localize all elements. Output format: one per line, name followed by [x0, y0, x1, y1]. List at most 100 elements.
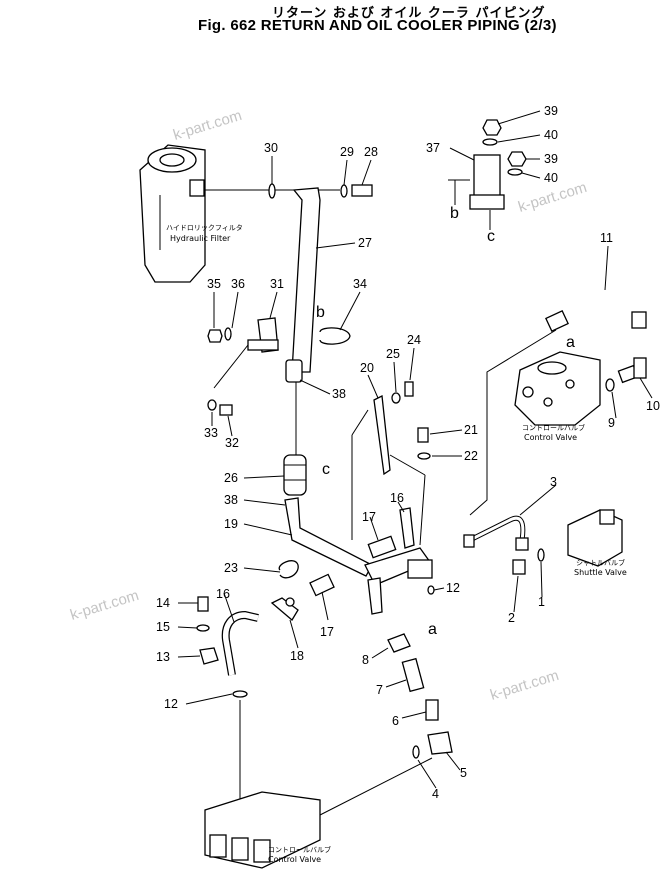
callout-24: 24 — [407, 333, 421, 347]
bracket-37-drawing — [448, 119, 527, 230]
callout-40b: 40 — [544, 171, 558, 185]
callout-3: 3 — [550, 475, 557, 489]
bolt-21 — [417, 427, 429, 443]
watermark-4: k-part.com — [488, 667, 561, 704]
control-valve-bottom-drawing: コントロールバルブ Control Valve — [204, 791, 331, 869]
callout-11: 11 — [600, 231, 613, 245]
ref-letter-b-middle: b — [316, 304, 325, 321]
callout-numbers: 39 40 37 39 40 30 29 28 27 11 35 36 31 3… — [156, 104, 660, 801]
callout-1: 1 — [538, 595, 545, 609]
clamp-23 — [278, 560, 299, 579]
callout-2: 2 — [508, 611, 515, 625]
o-ring-9 — [605, 378, 615, 392]
control-valve-top-label-en: Control Valve — [524, 433, 577, 442]
title-english: Fig. 662 RETURN AND OIL COOLER PIPING (2… — [198, 17, 557, 34]
ref-letter-c-middle: c — [322, 461, 330, 478]
callout-21: 21 — [464, 423, 478, 437]
hydraulic-filter-label-en: Hydraulic Filter — [170, 234, 231, 243]
callout-27: 27 — [358, 236, 372, 250]
callout-26: 26 — [224, 471, 238, 485]
bolt-28 — [351, 184, 373, 197]
o-ring-12-upper — [427, 585, 435, 595]
hose-26 — [283, 454, 307, 496]
callout-29: 29 — [340, 145, 354, 159]
flange-8 — [387, 633, 411, 653]
o-ring-30 — [268, 183, 276, 199]
callout-leader-lines — [177, 110, 653, 789]
callout-31: 31 — [270, 277, 284, 291]
callout-12a: 12 — [446, 581, 460, 595]
shuttle-valve-label-en: Shuttle Valve — [574, 568, 627, 577]
bolt-24 — [404, 381, 414, 397]
callout-15: 15 — [156, 620, 170, 634]
ref-letter-b-top: b — [450, 205, 459, 222]
shuttle-valve-label-jp: シャトルバルブ — [576, 558, 625, 567]
watermark-3: k-part.com — [68, 587, 141, 624]
hose-3-drawing — [463, 515, 529, 551]
u-bolt-34 — [319, 327, 351, 345]
callout-38a: 38 — [332, 387, 346, 401]
ref-letter-a-bottom: a — [428, 621, 437, 638]
callout-17a: 17 — [362, 510, 376, 524]
callout-13: 13 — [156, 650, 170, 664]
clamp-31-drawing — [207, 317, 279, 389]
callout-39a: 39 — [544, 104, 558, 118]
fitting-17-upper — [367, 535, 397, 559]
elbow-2 — [512, 559, 526, 575]
control-valve-bottom-label-jp: コントロールバルブ — [268, 845, 331, 854]
callout-7: 7 — [376, 683, 383, 697]
callout-28: 28 — [364, 145, 378, 159]
shuttle-valve-drawing: シャトルバルブ Shuttle Valve — [567, 509, 627, 577]
tube-7 — [401, 657, 425, 693]
callout-14: 14 — [156, 596, 170, 610]
callout-40a: 40 — [544, 128, 558, 142]
callout-38b: 38 — [224, 493, 238, 507]
callout-19: 19 — [224, 517, 238, 531]
title-japanese: リターン および オイル クーラ パイピング — [272, 6, 546, 21]
ref-letter-a-top: a — [566, 334, 575, 351]
pipe-27-drawing — [285, 187, 321, 455]
callout-16a: 16 — [390, 491, 404, 505]
callout-8: 8 — [362, 653, 369, 667]
connector-6 — [425, 699, 439, 721]
hydraulic-filter-drawing: ハイドロリックフィルタ Hydraulic Filter — [139, 144, 243, 283]
callout-35: 35 — [207, 277, 221, 291]
washer-29 — [340, 184, 348, 198]
control-valve-top-drawing: コントロールバルブ Control Valve — [514, 351, 601, 442]
hose-11-drawing — [545, 285, 647, 333]
callout-4: 4 — [432, 787, 439, 801]
elbow-5 — [427, 731, 453, 755]
washer-22 — [417, 452, 431, 460]
pipe-19-drawing — [284, 497, 433, 615]
bolt-32 — [219, 404, 233, 416]
watermark-1: k-part.com — [171, 107, 244, 144]
fitting-17-lower — [309, 573, 335, 597]
bracket-20-drawing — [351, 395, 426, 546]
callout-37: 37 — [426, 141, 440, 155]
callout-10: 10 — [646, 399, 660, 413]
callout-30: 30 — [264, 141, 278, 155]
callout-22: 22 — [464, 449, 478, 463]
hydraulic-filter-label-jp: ハイドロリックフィルタ — [166, 223, 243, 232]
callout-6: 6 — [392, 714, 399, 728]
control-valve-bottom-label-en: Control Valve — [268, 855, 321, 864]
callout-23: 23 — [224, 561, 238, 575]
ref-letter-c-top: c — [487, 228, 495, 245]
o-ring-1 — [537, 548, 545, 562]
callout-20: 20 — [360, 361, 374, 375]
callout-9: 9 — [608, 416, 615, 430]
flange-13 — [199, 647, 219, 665]
callout-12b: 12 — [164, 697, 178, 711]
callout-25: 25 — [386, 347, 400, 361]
callout-32: 32 — [225, 436, 239, 450]
callout-33: 33 — [204, 426, 218, 440]
washer-33 — [207, 399, 217, 411]
callout-18: 18 — [290, 649, 304, 663]
clamp-18 — [270, 597, 299, 621]
elbow-10 — [617, 357, 647, 384]
o-ring-4 — [412, 745, 420, 759]
washer-15 — [196, 624, 210, 632]
callout-17b: 17 — [320, 625, 334, 639]
